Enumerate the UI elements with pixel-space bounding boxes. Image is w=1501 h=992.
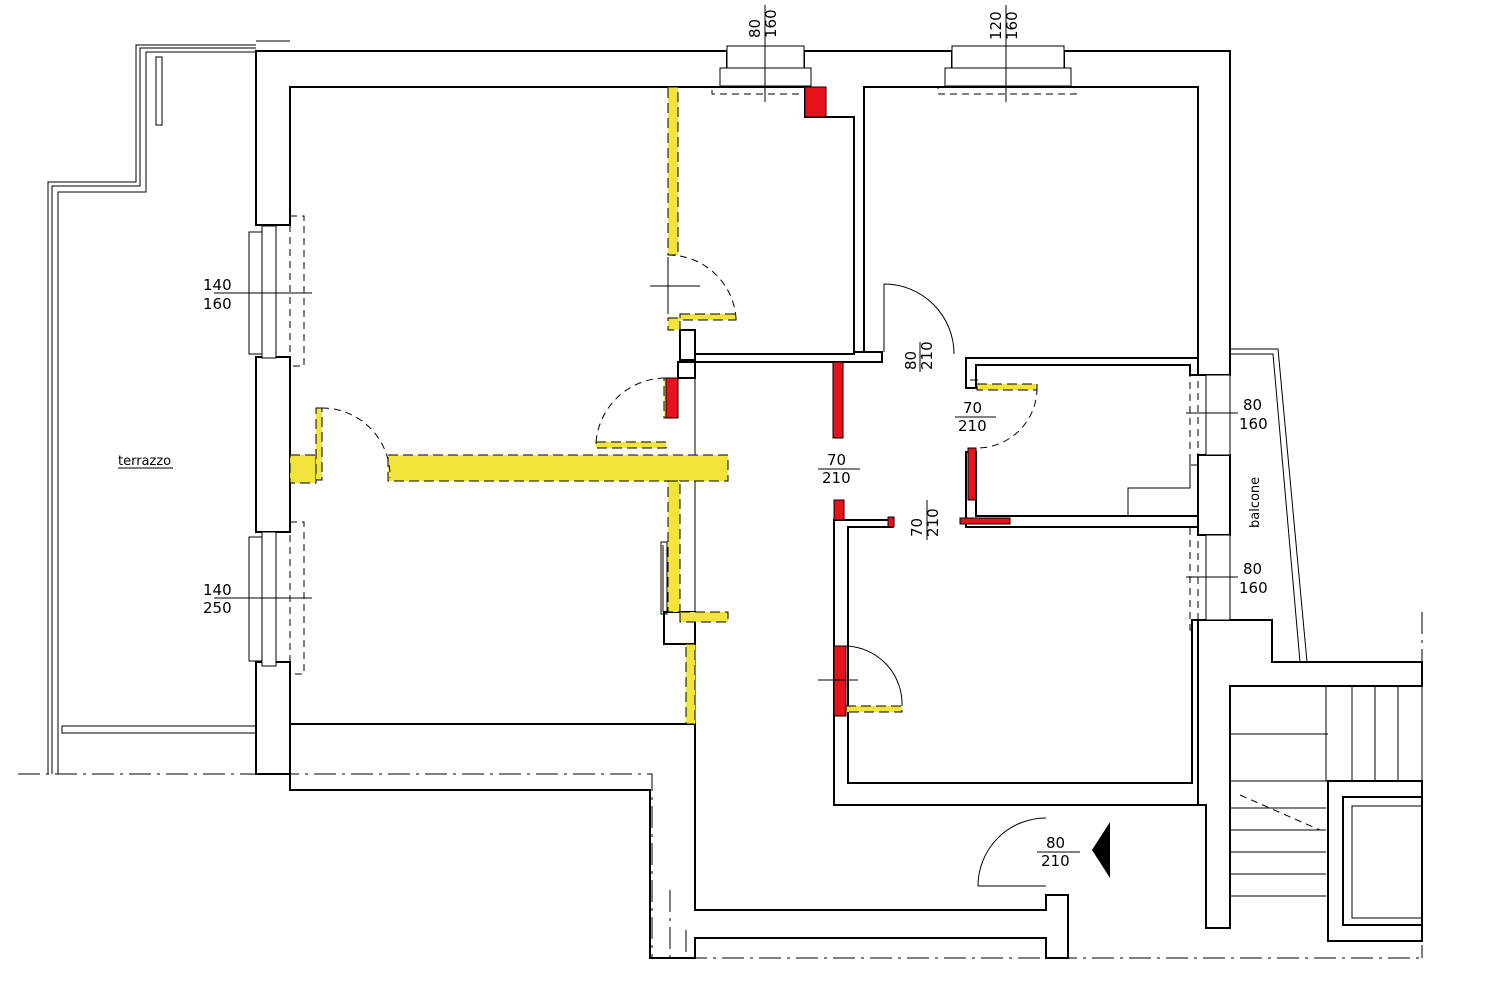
- svg-text:250: 250: [203, 599, 232, 617]
- dim-door-hall-center: 70 210: [822, 451, 851, 487]
- svg-text:80: 80: [1243, 560, 1262, 578]
- svg-text:70: 70: [963, 399, 982, 417]
- svg-text:160: 160: [1003, 11, 1021, 40]
- balcony-railing: [1230, 348, 1308, 663]
- new-walls: [665, 86, 1011, 717]
- entrance-arrow-icon: [1092, 822, 1110, 878]
- dim-win-west-lower: 140 250: [203, 581, 232, 617]
- label-balcone: balcone: [1248, 477, 1263, 528]
- dim-win-top-right: 120 160: [987, 11, 1021, 40]
- dim-win-top-left: 80 160: [746, 9, 780, 38]
- label-terrazzo: terrazzo: [118, 454, 171, 469]
- door-swings: [321, 254, 1047, 887]
- svg-text:80: 80: [746, 19, 764, 38]
- dim-door-hall-south: 70 210: [908, 508, 942, 537]
- svg-text:160: 160: [1239, 415, 1268, 433]
- svg-text:160: 160: [1239, 579, 1268, 597]
- svg-text:210: 210: [822, 469, 851, 487]
- svg-text:80: 80: [1046, 834, 1065, 852]
- svg-text:80: 80: [1243, 396, 1262, 414]
- terrace-railing: [47, 40, 290, 774]
- svg-text:210: 210: [1041, 852, 1070, 870]
- interior-walls: [660, 329, 1199, 806]
- svg-text:140: 140: [203, 581, 232, 599]
- boundary-lines: [18, 773, 1422, 959]
- dim-win-east-lower: 80 160: [1239, 560, 1268, 597]
- svg-text:120: 120: [987, 11, 1005, 40]
- dim-door-hall-north: 80 210: [902, 341, 936, 370]
- svg-text:80: 80: [902, 351, 920, 370]
- staircase: [1229, 612, 1423, 958]
- svg-text:210: 210: [924, 508, 942, 537]
- windows: [214, 5, 1238, 675]
- svg-text:140: 140: [203, 276, 232, 294]
- svg-text:210: 210: [958, 417, 987, 435]
- dim-win-west-upper: 140 160: [203, 276, 232, 313]
- svg-text:210: 210: [918, 341, 936, 370]
- svg-text:160: 160: [203, 295, 232, 313]
- dim-door-entrance: 80 210: [1041, 834, 1070, 870]
- svg-text:70: 70: [827, 451, 846, 469]
- svg-text:160: 160: [762, 9, 780, 38]
- dim-win-east-upper: 80 160: [1239, 396, 1268, 433]
- dim-door-bath: 70 210: [958, 399, 987, 435]
- svg-text:70: 70: [908, 518, 926, 537]
